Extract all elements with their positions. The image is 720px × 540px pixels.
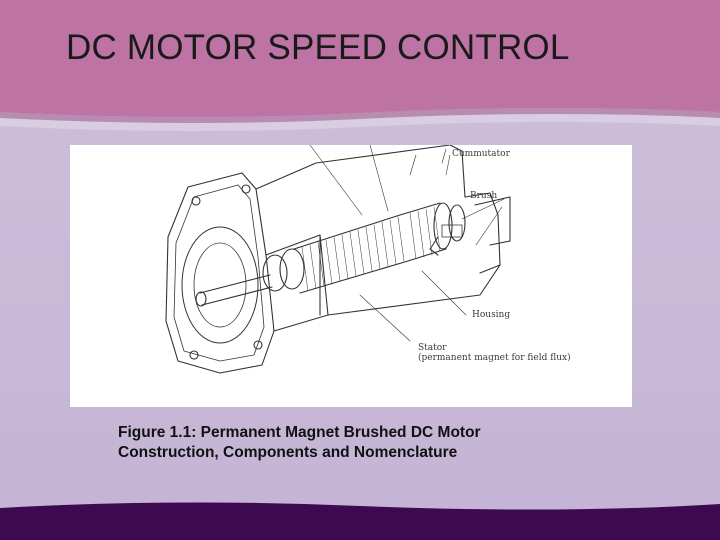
- stator-label: Stator: [418, 343, 447, 353]
- caption-line-1: Figure 1.1: Permanent Magnet Brushed DC …: [118, 424, 481, 441]
- stator-note-label: (permanent magnet for field flux): [418, 353, 571, 363]
- housing-label: Housing: [472, 310, 511, 320]
- motor-diagram: · Cummutator Brush Housing Stator (perma…: [70, 145, 632, 407]
- caption-line-2: Construction, Components and Nomenclatur…: [118, 444, 458, 461]
- figure-caption: Figure 1.1: Permanent Magnet Brushed DC …: [118, 423, 598, 463]
- brush-label: Brush: [470, 191, 498, 201]
- commutator-label: Cummutator: [452, 149, 510, 159]
- slide-title: DC MOTOR SPEED CONTROL: [66, 28, 570, 67]
- footer-band: [0, 502, 720, 540]
- svg-text:·: ·: [162, 299, 164, 305]
- header-band: [0, 0, 720, 131]
